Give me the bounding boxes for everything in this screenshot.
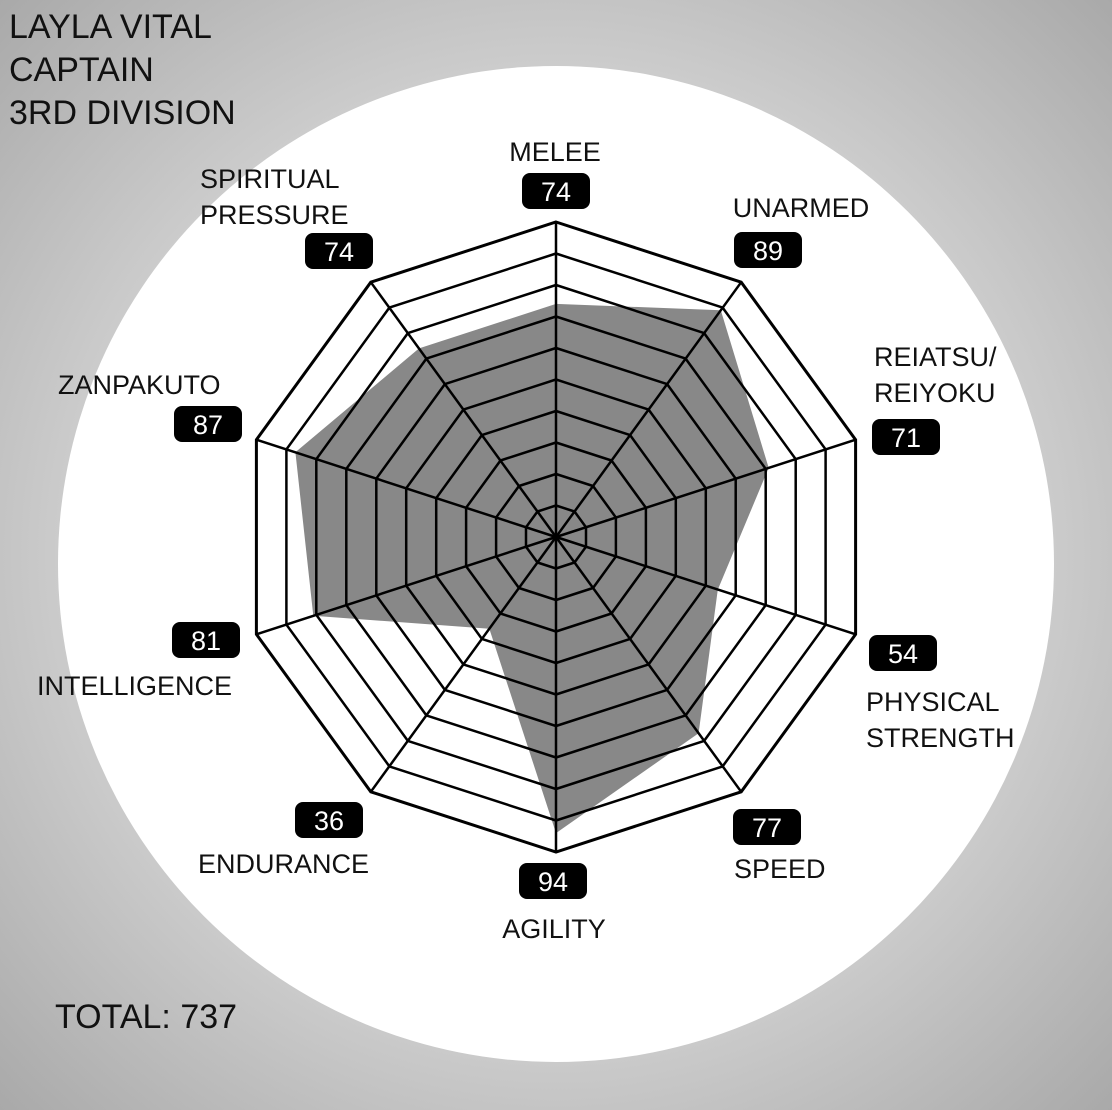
axis-label-physical-strength-line-1: PHYSICAL xyxy=(866,687,1000,717)
value-label-reiatsu-reiyoku: 71 xyxy=(891,423,921,453)
axis-label-physical-strength-line-2: STRENGTH xyxy=(866,723,1015,753)
character-rank: CAPTAIN xyxy=(9,51,154,89)
axis-label-reiatsu-reiyoku-line-2: REIYOKU xyxy=(874,378,996,408)
value-badge-spiritual-pressure xyxy=(305,233,373,269)
axis-spoke-9 xyxy=(256,438,557,539)
value-badge-zanpakuto xyxy=(174,406,242,442)
axis-label-zanpakuto: ZANPAKUTO xyxy=(58,370,221,400)
value-badge-agility xyxy=(519,863,587,899)
value-badge-intelligence xyxy=(172,622,240,658)
character-division: 3RD DIVISION xyxy=(9,94,236,132)
axis-label-spiritual-pressure-line-2: PRESSURE xyxy=(200,200,349,230)
value-label-unarmed: 89 xyxy=(753,236,783,266)
axis-label-melee: MELEE xyxy=(509,137,601,167)
value-label-speed: 77 xyxy=(752,813,782,843)
value-label-spiritual-pressure: 74 xyxy=(324,237,354,267)
value-label-melee: 74 xyxy=(541,177,571,207)
value-label-agility: 94 xyxy=(538,867,568,897)
value-badge-melee xyxy=(522,173,590,209)
value-label-endurance: 36 xyxy=(314,806,344,836)
axis-spoke-10 xyxy=(369,281,558,538)
axis-label-reiatsu-reiyoku-line-1: REIATSU/ xyxy=(874,342,997,372)
value-label-intelligence: 81 xyxy=(191,626,221,656)
axis-label-unarmed: UNARMED xyxy=(733,193,870,223)
axis-label-agility: AGILITY xyxy=(502,914,606,944)
axis-spoke-2 xyxy=(554,281,743,538)
axis-label-speed: SPEED xyxy=(734,854,826,884)
total-score: TOTAL: 737 xyxy=(55,998,238,1036)
value-badge-speed xyxy=(733,809,801,845)
axis-spoke-7 xyxy=(369,536,558,793)
axis-label-intelligence: INTELLIGENCE xyxy=(37,671,232,701)
value-label-zanpakuto: 87 xyxy=(193,410,223,440)
axis-spoke-5 xyxy=(554,536,743,793)
value-badge-unarmed xyxy=(734,232,802,268)
value-label-physical-strength: 54 xyxy=(888,639,918,669)
axis-label-endurance: ENDURANCE xyxy=(198,849,369,879)
value-badge-reiatsu-reiyoku xyxy=(872,419,940,455)
value-badge-endurance xyxy=(295,802,363,838)
character-name: LAYLA VITAL xyxy=(9,8,212,46)
axis-spoke-4 xyxy=(555,535,856,636)
axis-spoke-3 xyxy=(555,438,856,539)
value-badge-physical-strength xyxy=(869,635,937,671)
axis-label-spiritual-pressure-line-1: SPIRITUAL xyxy=(200,164,340,194)
axis-spoke-8 xyxy=(256,535,557,636)
